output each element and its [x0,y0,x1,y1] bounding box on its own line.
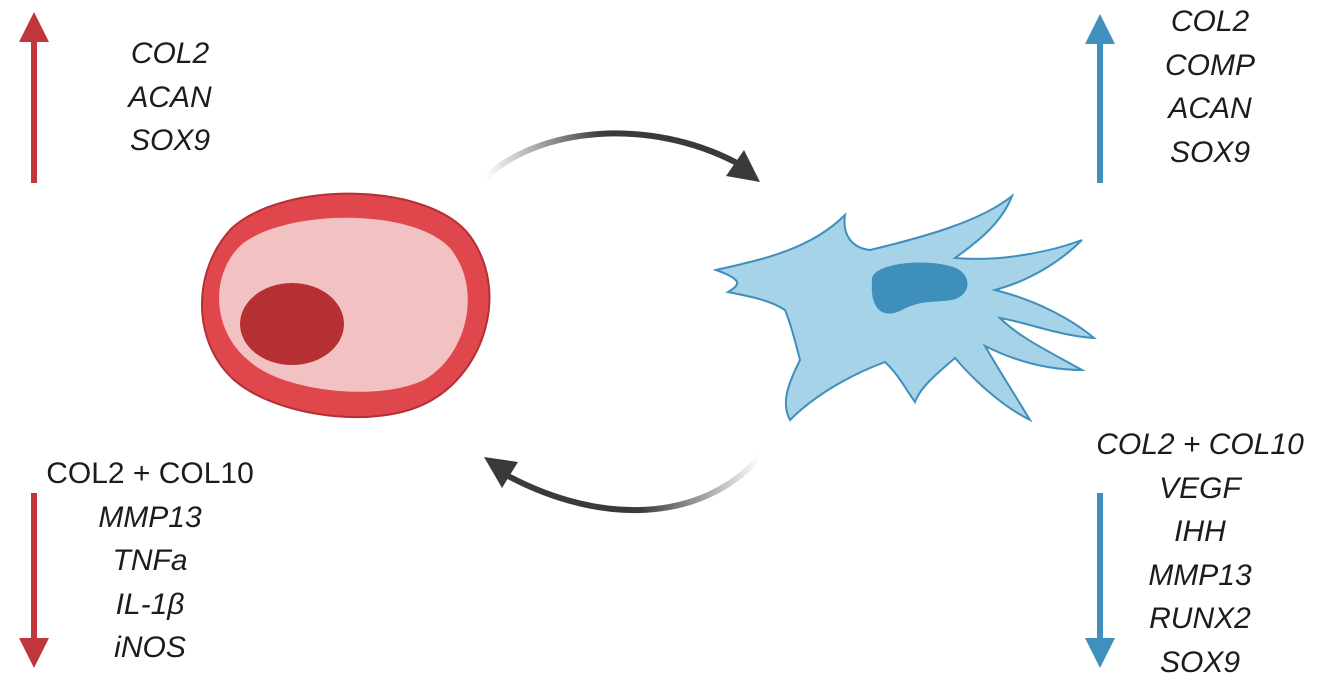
right-downregulated-gene-list: COL2 + COL10 VEGF IHH MMP13 RUNX2 SOX9 [1080,423,1320,684]
gene-label: ACAN [60,76,280,120]
gene-label: IL-1β [20,583,280,627]
gene-label: VEGF [1080,467,1320,511]
gene-label: MMP13 [1080,554,1320,598]
gene-label: IHH [1080,510,1320,554]
round-cell-icon [202,194,489,417]
spindle-cell-icon [716,196,1094,420]
left-upregulated-gene-list: COL2 ACAN SOX9 [60,32,280,163]
curved-arrow-right-icon [485,133,760,182]
gene-label: TNFa [20,539,280,583]
gene-label: COL2 + COL10 [1080,423,1320,467]
gene-label: ACAN [1100,87,1320,131]
right-upregulated-gene-list: COL2 COMP ACAN SOX9 [1100,0,1320,174]
gene-label: iNOS [20,626,280,670]
gene-label: COL2 [60,32,280,76]
left-downregulated-gene-list: COL2 + COL10 MMP13 TNFa IL-1β iNOS [20,452,280,670]
gene-label: RUNX2 [1080,597,1320,641]
gene-label: SOX9 [1080,641,1320,684]
gene-label: SOX9 [60,119,280,163]
left-up-arrow-icon [19,12,49,183]
gene-label: COL2 [1100,0,1320,44]
curved-arrow-left-icon [484,457,760,510]
gene-label: SOX9 [1100,131,1320,175]
nucleus-icon [240,283,344,365]
gene-label: COL2 + COL10 [20,452,280,496]
gene-label: COMP [1100,44,1320,88]
gene-label: MMP13 [20,496,280,540]
